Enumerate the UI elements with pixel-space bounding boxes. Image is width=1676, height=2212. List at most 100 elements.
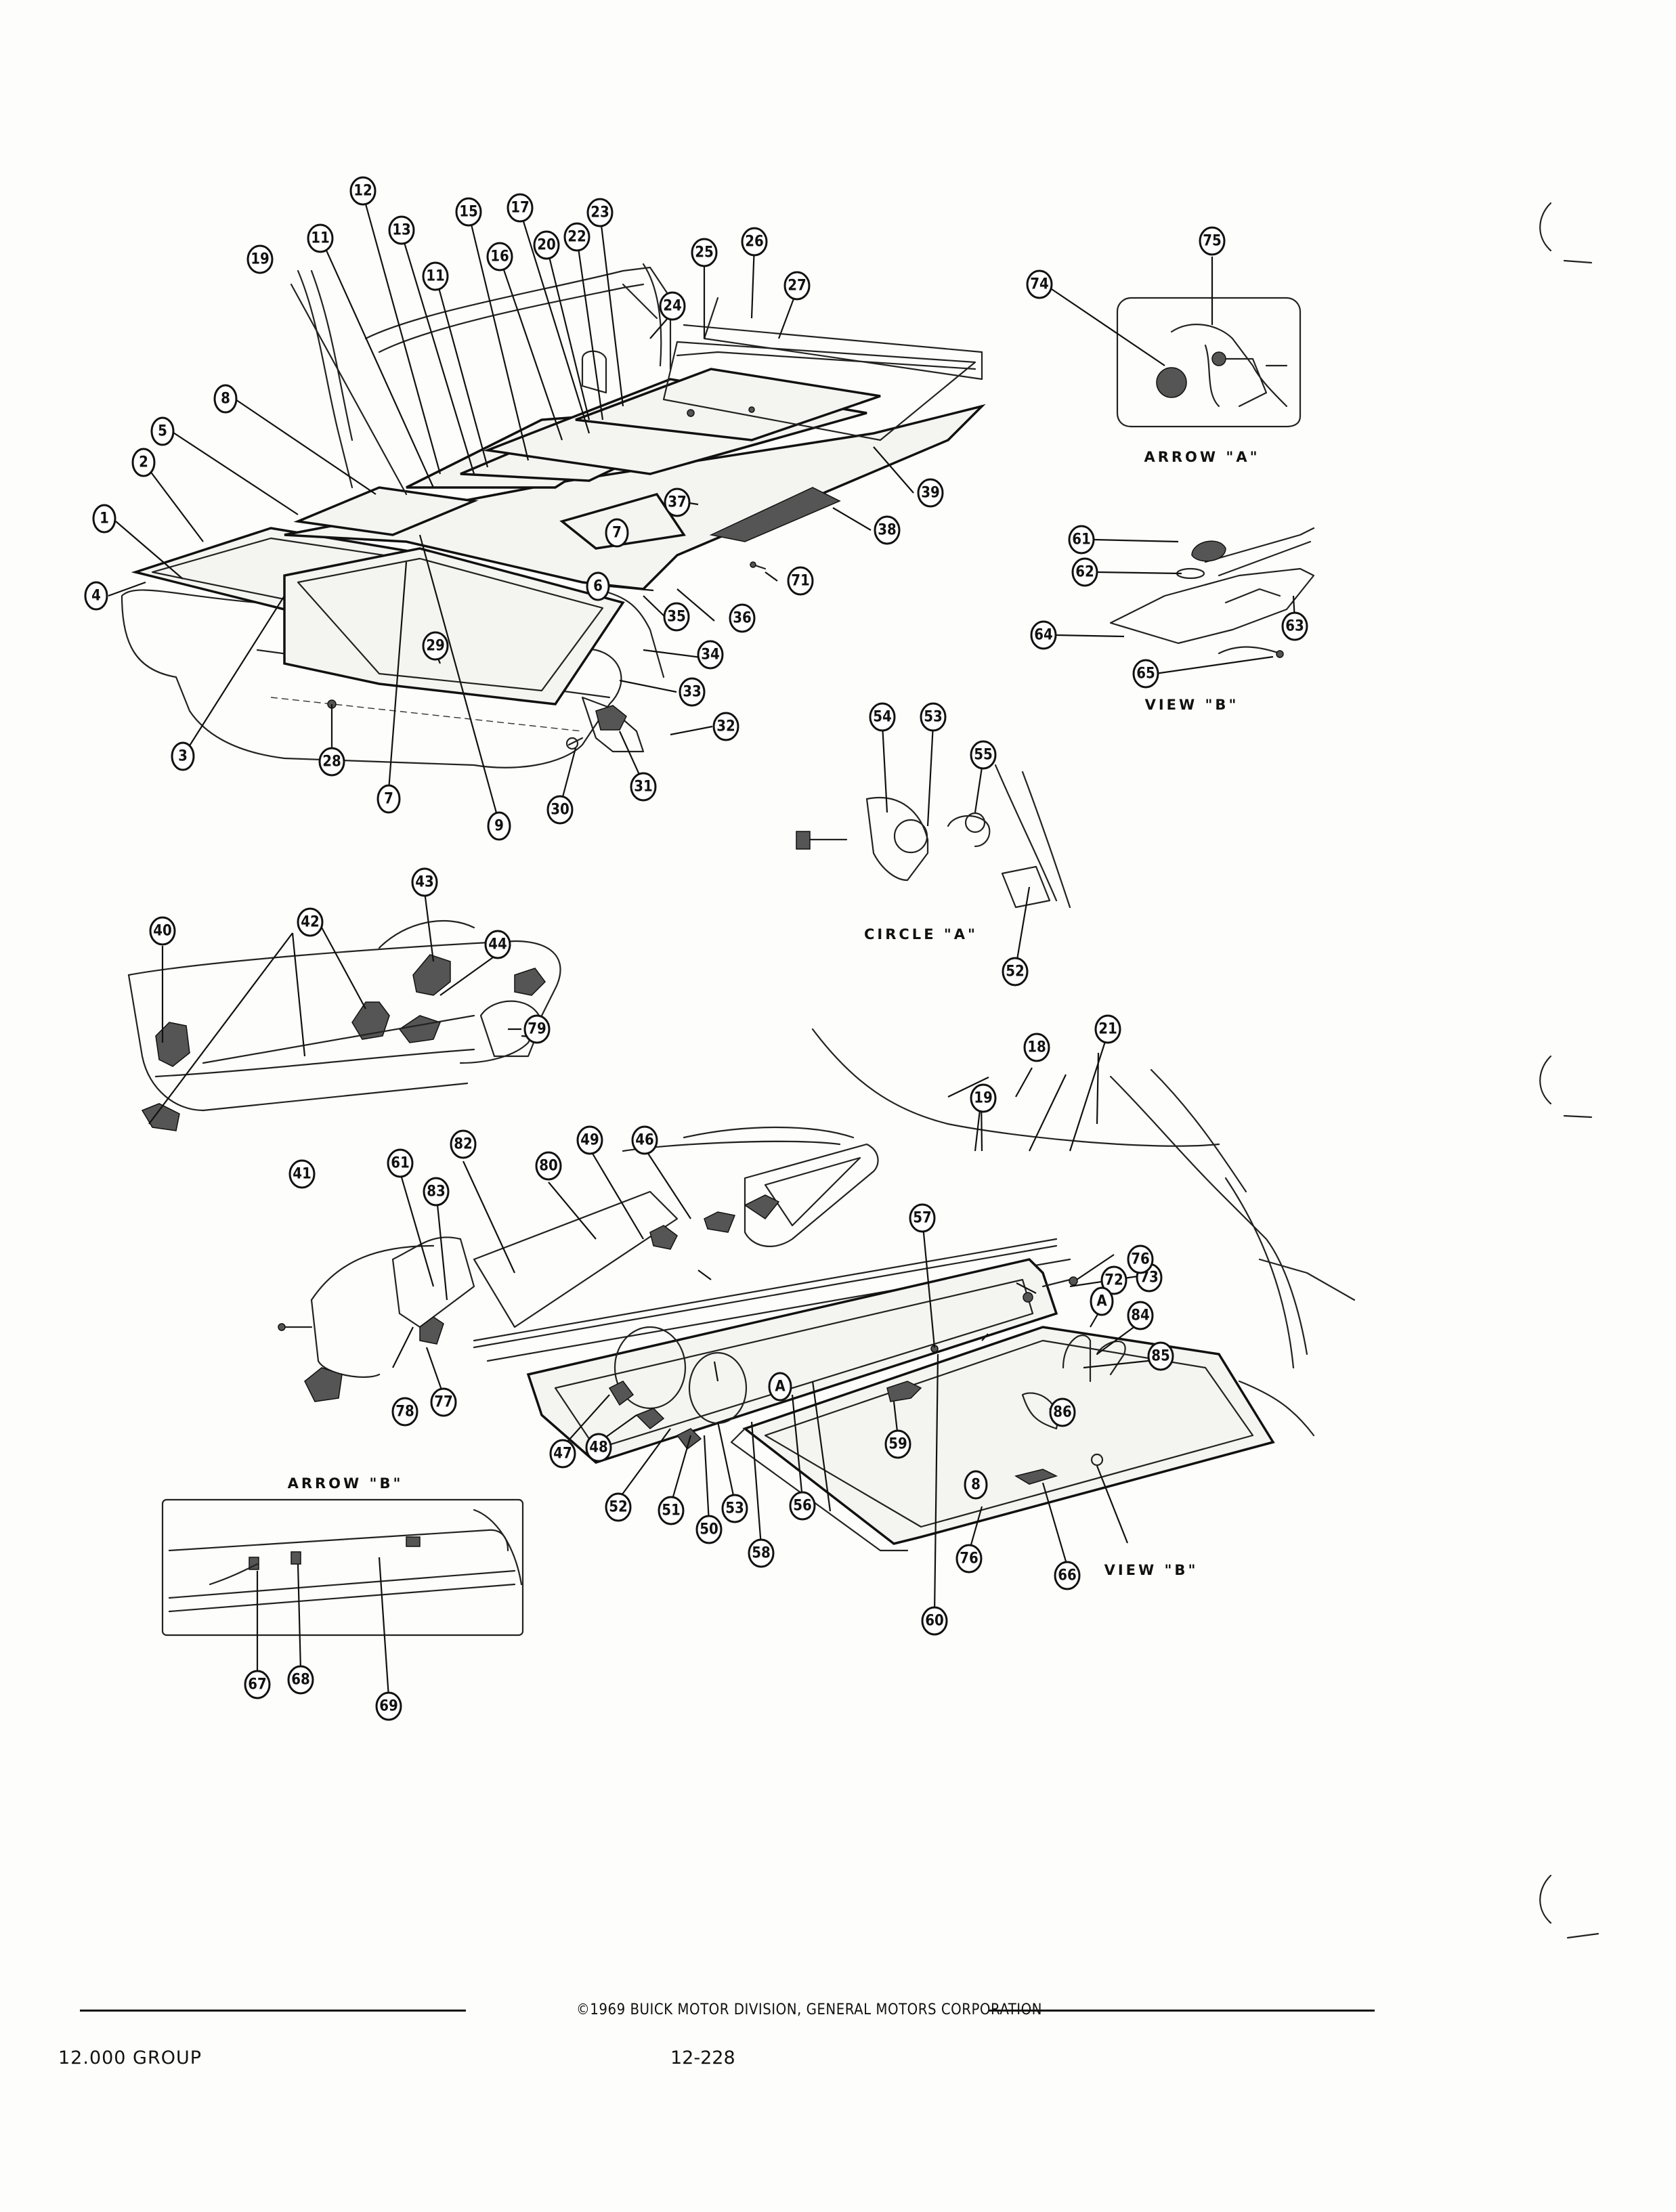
- svg-text:51: 51: [662, 1502, 681, 1519]
- callout-39: 39: [917, 478, 944, 508]
- svg-text:78: 78: [395, 1404, 414, 1421]
- view-b-upper-detail: VIEW "B": [1109, 527, 1315, 713]
- svg-text:57: 57: [913, 1210, 932, 1227]
- copyright-notice: ©1969 BUICK MOTOR DIVISION, GENERAL MOTO…: [576, 2001, 1042, 2018]
- svg-text:47: 47: [553, 1446, 572, 1462]
- callout-27: 27: [783, 271, 811, 301]
- arrow-b-caption: ARROW "B": [288, 1475, 404, 1492]
- callout-50: 50: [695, 1515, 723, 1544]
- svg-text:76: 76: [960, 1550, 979, 1567]
- svg-text:28: 28: [322, 754, 341, 771]
- callout-83: 83: [423, 1177, 450, 1207]
- svg-text:53: 53: [924, 709, 943, 726]
- svg-text:82: 82: [454, 1136, 473, 1153]
- svg-text:80: 80: [539, 1158, 558, 1175]
- svg-text:43: 43: [415, 874, 434, 891]
- callout-A2: A: [768, 1372, 792, 1402]
- svg-text:26: 26: [745, 234, 764, 251]
- callout-55: 55: [970, 740, 997, 770]
- svg-text:55: 55: [974, 747, 993, 764]
- callout-12: 12: [349, 176, 377, 206]
- callout-33: 33: [679, 677, 706, 707]
- callout-64: 64: [1030, 620, 1057, 650]
- svg-text:8: 8: [971, 1477, 981, 1494]
- svg-text:35: 35: [667, 609, 686, 626]
- lower-assembly-drawing: [278, 1028, 1356, 1552]
- svg-text:7: 7: [384, 791, 393, 808]
- svg-text:19: 19: [974, 1090, 993, 1107]
- callout-43: 43: [411, 867, 438, 897]
- callout-44: 44: [484, 930, 511, 959]
- callout-23: 23: [586, 198, 614, 227]
- svg-text:31: 31: [634, 779, 653, 796]
- callout-54: 54: [869, 702, 896, 732]
- callout-56: 56: [789, 1491, 816, 1521]
- callout-61a: 61: [1068, 525, 1095, 555]
- footer-rule-right: [989, 2010, 1375, 2012]
- callout-42: 42: [297, 907, 324, 937]
- svg-text:9: 9: [494, 818, 504, 835]
- svg-text:18: 18: [1027, 1039, 1046, 1056]
- svg-text:49: 49: [580, 1132, 599, 1149]
- svg-text:44: 44: [488, 936, 507, 953]
- callout-36: 36: [729, 603, 756, 633]
- callout-20: 20: [533, 230, 560, 260]
- svg-text:61: 61: [391, 1155, 410, 1172]
- svg-text:37: 37: [668, 494, 687, 511]
- callout-52b: 52: [1002, 957, 1029, 986]
- callout-69: 69: [375, 1691, 402, 1721]
- callout-9: 9: [487, 811, 511, 841]
- callout-41: 41: [288, 1159, 316, 1189]
- callout-53b: 53: [920, 702, 947, 732]
- svg-text:A: A: [775, 1379, 786, 1395]
- callout-57: 57: [909, 1203, 936, 1233]
- callout-61b: 61: [387, 1148, 414, 1178]
- svg-text:38: 38: [878, 522, 897, 539]
- callout-80: 80: [535, 1151, 562, 1181]
- callout-19b: 19: [970, 1083, 997, 1113]
- svg-text:24: 24: [663, 298, 682, 315]
- svg-text:86: 86: [1053, 1404, 1072, 1421]
- svg-text:64: 64: [1034, 627, 1053, 644]
- callout-40: 40: [149, 916, 176, 946]
- callout-84: 84: [1127, 1301, 1154, 1330]
- callout-17: 17: [507, 193, 534, 223]
- svg-text:5: 5: [158, 423, 167, 440]
- svg-text:36: 36: [733, 610, 752, 627]
- callout-82: 82: [450, 1129, 477, 1159]
- callout-30: 30: [546, 795, 574, 825]
- svg-text:12: 12: [353, 183, 372, 200]
- callout-48: 48: [585, 1433, 612, 1462]
- callout-15: 15: [455, 197, 482, 227]
- svg-text:1: 1: [100, 511, 109, 527]
- callout-1: 1: [92, 504, 116, 534]
- callout-3: 3: [171, 741, 195, 771]
- upper-assembly-drawing: [121, 263, 986, 768]
- svg-text:29: 29: [426, 638, 445, 655]
- callout-5: 5: [150, 416, 175, 446]
- callout-7a: 7: [377, 784, 401, 814]
- svg-text:79: 79: [528, 1021, 546, 1038]
- svg-text:17: 17: [511, 200, 530, 217]
- svg-text:13: 13: [392, 222, 411, 239]
- svg-text:59: 59: [888, 1436, 907, 1453]
- callout-2: 2: [131, 448, 156, 477]
- circle-a-caption: CIRCLE "A": [864, 926, 978, 942]
- svg-text:50: 50: [700, 1521, 718, 1538]
- svg-text:32: 32: [716, 718, 735, 735]
- svg-text:27: 27: [788, 278, 807, 295]
- leader-lines: [108, 194, 1296, 1698]
- svg-text:71: 71: [791, 573, 810, 590]
- svg-text:74: 74: [1030, 276, 1049, 293]
- svg-text:20: 20: [537, 237, 556, 254]
- svg-text:46: 46: [635, 1132, 654, 1149]
- callout-66: 66: [1054, 1561, 1081, 1590]
- callout-11b: 11: [422, 261, 449, 291]
- svg-text:8: 8: [221, 391, 230, 408]
- callout-59: 59: [884, 1429, 911, 1459]
- callout-32: 32: [712, 712, 739, 741]
- callout-85: 85: [1147, 1341, 1174, 1371]
- callout-65: 65: [1132, 659, 1159, 689]
- callout-62: 62: [1071, 557, 1098, 587]
